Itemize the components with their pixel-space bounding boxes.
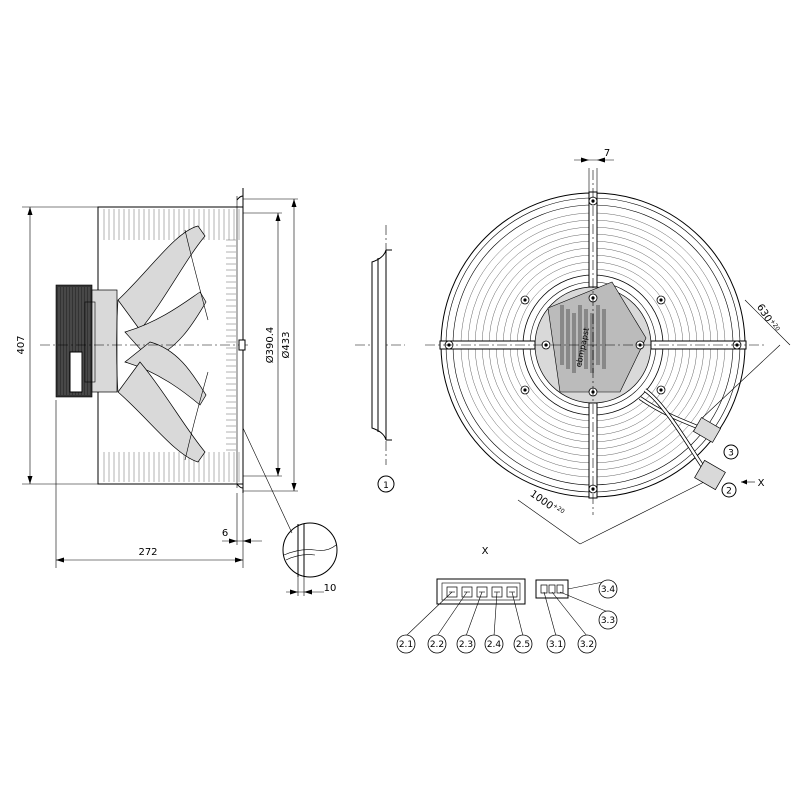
front-view: ebmpapst 7 1000+20 630+20 [425, 148, 791, 545]
callout-3-4: 3.4 [601, 585, 616, 595]
detail-circle [282, 522, 338, 578]
callout-3-4-circle [598, 579, 618, 599]
callout-2-circle [721, 482, 737, 498]
detail-marker-label: 1 [383, 481, 389, 491]
callout-3: 3 [728, 449, 734, 459]
dim-offset-6: 6 [222, 528, 228, 539]
callout-3-circle [723, 444, 739, 460]
callout-2-3-circle [456, 634, 476, 654]
callout-3-2-circle [577, 634, 597, 654]
callout-3-2: 3.2 [580, 640, 594, 650]
callout-2-4-circle [484, 634, 504, 654]
dim-dia-433: Ø433 [280, 332, 292, 359]
view-marker-x: X [758, 478, 765, 489]
connector-2 [694, 459, 726, 491]
callout-2-5-circle [513, 634, 533, 654]
callout-2-2-circle [427, 634, 447, 654]
dim-detail-10: 10 [324, 583, 337, 594]
side-view: 407 Ø390.4 Ø433 272 6 [16, 188, 338, 596]
callout-2-1: 2.1 [399, 640, 413, 650]
callout-2: 2 [726, 487, 732, 497]
callout-2-1-circle [396, 634, 416, 654]
view-x-title: X [482, 546, 489, 557]
detail-marker-circle [377, 475, 395, 493]
dim-cable-1000: 1000+20 [528, 488, 566, 520]
cable-assembly [638, 388, 726, 491]
callout-3-1: 3.1 [549, 640, 563, 650]
dim-gap-7: 7 [604, 148, 610, 159]
side-impeller-blades [116, 225, 209, 463]
callout-3-3-circle [598, 610, 618, 630]
callout-3-1-circle [546, 634, 566, 654]
callout-2-5: 2.5 [516, 640, 530, 650]
side-grill-ribs [103, 209, 240, 482]
callout-2-3: 2.3 [459, 640, 473, 650]
section-view: 1 [355, 225, 405, 493]
dim-cable-630: 630+20 [754, 302, 781, 335]
connector-2-face [436, 578, 526, 605]
dim-depth-272: 272 [138, 547, 157, 558]
callout-3-3: 3.3 [601, 616, 615, 626]
callout-2-2: 2.2 [430, 640, 444, 650]
side-motor-body [91, 289, 118, 393]
connector-3 [692, 417, 722, 443]
dim-height-407: 407 [16, 335, 27, 354]
dim-dia-390: Ø390.4 [264, 327, 276, 364]
callout-2-4: 2.4 [487, 640, 502, 650]
view-x: X 2.1 2.2 2.3 2.4 2.5 3.1 3.2 3.3 3.4 [396, 546, 618, 654]
